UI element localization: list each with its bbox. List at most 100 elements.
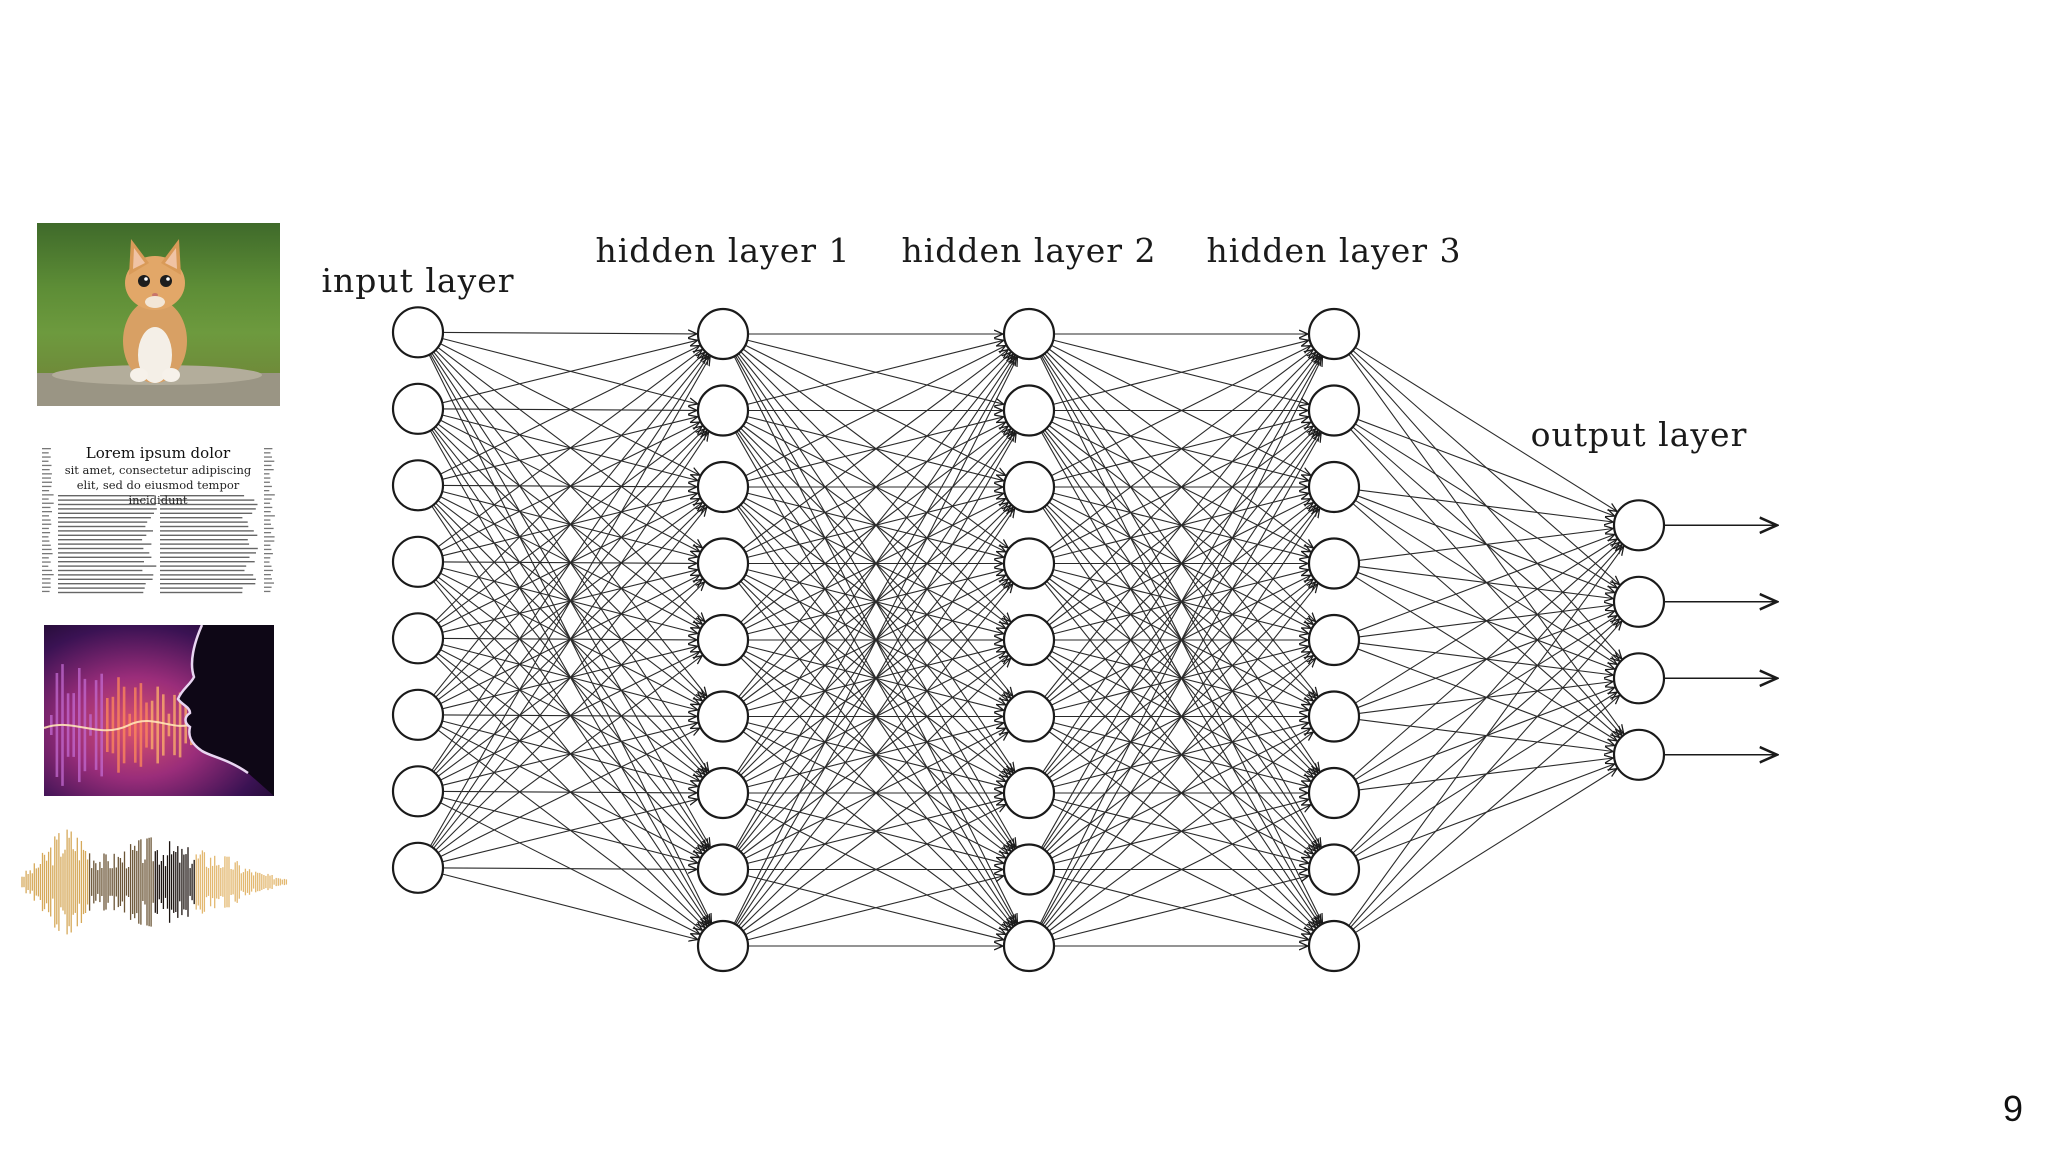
neuron-layer4-4 <box>1612 728 1666 781</box>
neuron-layer1-3 <box>696 460 750 514</box>
edge-l2-n8-to-l3-n0 <box>1039 357 1322 924</box>
edge-l1-n1-to-l2-n0 <box>747 340 1004 405</box>
edge-l3-n8-to-l4-n1 <box>1350 621 1622 928</box>
edge-l3-n8-to-l4-n3 <box>1354 769 1617 934</box>
edge-l2-n8-to-l3-n3 <box>1044 584 1318 927</box>
layer-label-3: hidden layer 3 <box>1207 231 1462 270</box>
edge-l1-n7-to-l2-n0 <box>734 357 1016 849</box>
neuron-layer0-6 <box>391 688 445 741</box>
edge-l0-n7-to-l1-n1 <box>431 432 709 848</box>
edge-l0-n7-to-l1-n5 <box>440 728 699 858</box>
neuron-layer3-1 <box>1307 307 1361 361</box>
edge-l0-n7-to-l1-n2 <box>433 507 707 849</box>
output-arrows <box>1664 525 1777 755</box>
edge-l2-n5-to-l3-n0 <box>1044 354 1318 698</box>
edge-l2-n2-to-l3-n0 <box>1051 346 1311 477</box>
neuron-layer2-3 <box>1002 460 1056 514</box>
edge-l2-n7-to-l3-n0 <box>1040 357 1321 849</box>
neuron-layer2-6 <box>1002 690 1056 743</box>
edge-l2-n4-to-l3-n0 <box>1046 352 1316 623</box>
neuron-layer1-2 <box>696 384 750 437</box>
edge-l2-n8-to-l3-n7 <box>1053 876 1309 941</box>
edge-l3-n3-to-l4-n0 <box>1358 529 1613 561</box>
layer-label-4: output layer <box>1531 415 1748 454</box>
edge-l3-n2-to-l4-n0 <box>1358 489 1613 522</box>
neuron-layer0-1 <box>391 306 445 359</box>
edge-l1-n8-to-l2-n2 <box>736 509 1015 926</box>
neuron-layer1-7 <box>696 766 750 820</box>
document-title: Lorem ipsum dolor <box>85 444 231 462</box>
edge-l2-n1-to-l3-n0 <box>1053 340 1309 405</box>
neuron-layer1-4 <box>696 537 750 590</box>
voice-spectrum-image <box>44 625 274 796</box>
edge-l3-n6-to-l4-n0 <box>1352 542 1620 777</box>
neuron-layer3-9 <box>1307 919 1361 973</box>
edge-l0-n7-to-l1-n7 <box>442 868 697 870</box>
edge-l2-n8-to-l3-n6 <box>1051 805 1311 936</box>
edge-l3-n1-to-l4-n0 <box>1357 418 1614 516</box>
edge-l1-n8-to-l2-n7 <box>747 876 1004 941</box>
neuron-layer3-8 <box>1307 843 1361 896</box>
edge-l0-n7-to-l1-n6 <box>442 799 697 863</box>
neuron-layer0-4 <box>391 535 445 588</box>
edge-l2-n8-to-l3-n1 <box>1040 433 1321 925</box>
edge-l1-n8-to-l2-n3 <box>738 584 1013 927</box>
neuron-layer3-2 <box>1307 384 1361 437</box>
edge-l0-n0-to-l1-n0 <box>442 332 697 334</box>
neuron-layer1-9 <box>696 919 750 973</box>
neuron-layer0-8 <box>391 841 445 894</box>
neuron-layer3-6 <box>1307 690 1361 743</box>
edge-l0-n7-to-l1-n8 <box>442 873 698 940</box>
neuron-layer3-3 <box>1307 460 1361 514</box>
neuron-layer0-7 <box>391 765 445 818</box>
neuron-layer4-2 <box>1612 575 1666 628</box>
layer-label-2: hidden layer 2 <box>902 231 1157 270</box>
neuron-layer2-9 <box>1002 919 1056 973</box>
neuron-layer1-8 <box>696 843 750 896</box>
text-document-image: Lorem ipsum dolor sit amet, consectetur … <box>40 440 276 597</box>
layer-label-1: hidden layer 1 <box>596 231 851 270</box>
edge-l2-n8-to-l3-n2 <box>1042 509 1320 926</box>
neuron-layer2-1 <box>1002 307 1056 361</box>
edge-l1-n4-to-l2-n0 <box>740 352 1011 623</box>
kitten-image <box>37 223 280 406</box>
layer-label-0: input layer <box>321 261 514 300</box>
neuron-layer2-5 <box>1002 613 1056 667</box>
neuron-layer1-6 <box>696 690 750 743</box>
edge-l0-n2-to-l1-n0 <box>440 346 699 475</box>
edge-l1-n8-to-l2-n6 <box>745 805 1005 936</box>
neuron-layer2-8 <box>1002 843 1056 896</box>
edge-l0-n7-to-l1-n4 <box>437 656 702 854</box>
edge-l1-n5-to-l2-n0 <box>738 354 1013 698</box>
edge-l3-n0-to-l4-n0 <box>1354 346 1617 511</box>
edge-l1-n8-to-l2-n1 <box>734 433 1016 925</box>
edge-l2-n6-to-l3-n0 <box>1042 356 1320 773</box>
neuron-layer4-3 <box>1612 652 1666 705</box>
edge-l0-n6-to-l1-n0 <box>431 356 709 771</box>
edge-l2-n8-to-l3-n5 <box>1048 732 1313 932</box>
neuron-layer1-1 <box>696 307 750 361</box>
edge-l3-n7-to-l4-n0 <box>1350 545 1622 852</box>
neuron-layer1-5 <box>696 613 750 667</box>
edge-l1-n8-to-l2-n0 <box>733 357 1017 924</box>
neuron-layer2-7 <box>1002 766 1056 820</box>
connection-edges <box>428 332 1624 946</box>
neuron-layer3-4 <box>1307 537 1361 590</box>
neuron-layer0-3 <box>391 459 445 512</box>
neuron-layer2-2 <box>1002 384 1056 437</box>
neuron-layer3-7 <box>1307 766 1361 820</box>
neuron-layer2-4 <box>1002 537 1056 590</box>
neuron-layer0-2 <box>391 382 445 435</box>
edge-l0-n4-to-l1-n0 <box>435 352 705 621</box>
edge-l2-n3-to-l3-n0 <box>1048 350 1313 549</box>
document-subtitle: sit amet, consectetur adipiscing elit, s… <box>64 463 252 507</box>
neuron-layer0-5 <box>391 612 445 665</box>
edge-l1-n8-to-l2-n5 <box>742 732 1008 932</box>
edge-l2-n8-to-l3-n4 <box>1046 658 1316 929</box>
edge-l0-n3-to-l1-n0 <box>437 350 702 548</box>
edge-l3-n5-to-l4-n0 <box>1354 539 1617 704</box>
edge-l0-n7-to-l1-n3 <box>435 582 705 851</box>
edge-l1-n8-to-l2-n4 <box>740 658 1011 929</box>
edge-l3-n4-to-l4-n0 <box>1357 534 1614 632</box>
